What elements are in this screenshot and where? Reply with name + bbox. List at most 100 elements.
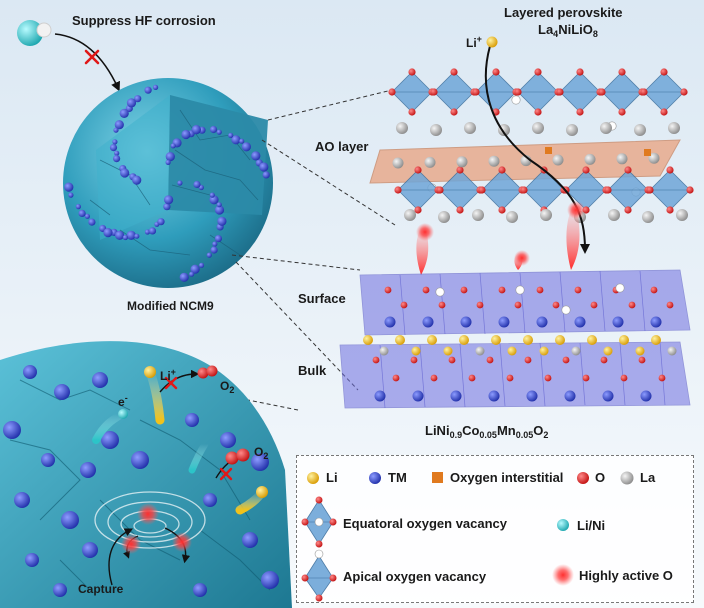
oxygen-atom	[456, 166, 464, 174]
active-oxygen-flames	[416, 200, 585, 275]
oxygen-atom	[384, 286, 392, 294]
legend-o-symbol	[577, 472, 589, 484]
oxygen-atom	[468, 374, 476, 382]
coating-particle	[82, 542, 98, 558]
coating-particle	[220, 432, 236, 448]
oxygen-atom	[666, 206, 674, 214]
li-ion	[507, 346, 517, 356]
coating-particle	[251, 453, 269, 471]
oxygen-atom	[476, 301, 484, 309]
coating-particle	[261, 571, 279, 589]
blocked-cross-hf	[84, 49, 100, 65]
oxygen-atom	[620, 374, 628, 382]
coating-particle	[78, 209, 86, 217]
coating-particle	[103, 228, 113, 238]
la-ion-rows	[396, 122, 688, 223]
coating-particle	[214, 235, 222, 243]
la-ion	[506, 211, 518, 223]
oxygen-atom	[604, 186, 612, 194]
ao-la-ion	[616, 153, 628, 165]
coating-particle	[84, 213, 90, 219]
oxygen-atom	[582, 166, 590, 174]
coating-particle	[193, 583, 207, 597]
blocked-cross-o2-2	[219, 467, 233, 481]
legend-li-symbol	[307, 472, 319, 484]
ao-la-ion	[424, 156, 436, 168]
li-ion	[587, 335, 597, 345]
oxygen-atom	[562, 356, 570, 364]
coating-particle	[134, 233, 140, 239]
surface-label: Surface	[298, 291, 346, 306]
zoomed-surface	[0, 341, 292, 608]
oxygen-atom	[506, 374, 514, 382]
oxygen-atom	[430, 88, 438, 96]
coating-particle	[144, 229, 151, 235]
oxygen-atom	[392, 374, 400, 382]
oxygen-atom	[590, 301, 598, 309]
li-ion	[459, 335, 469, 345]
oxygen-vacancy	[615, 283, 625, 293]
li-ion	[443, 346, 453, 356]
oxygen-atom	[514, 301, 522, 309]
oxygen-atom	[598, 88, 606, 96]
coating-particle	[190, 264, 200, 274]
legend-apical-vacancy-symbol	[301, 549, 337, 602]
legend-box: Li TM Oxygen interstitial O La Equatoral…	[296, 455, 694, 603]
coating-particle	[23, 365, 37, 379]
coating-particle	[241, 142, 251, 152]
perovskite-formula: La4NiLiO8	[538, 22, 598, 39]
oxygen-atom	[414, 206, 422, 214]
coating-particle	[185, 413, 199, 427]
oxygen-atom	[408, 108, 416, 116]
legend-tm-label: TM	[388, 470, 407, 485]
oxygen-atom	[628, 301, 636, 309]
oxygen-atom	[680, 88, 688, 96]
o2-label-bottom: O2	[254, 445, 269, 461]
coating-particle	[209, 192, 215, 198]
legend-li-label: Li	[326, 470, 338, 485]
li-ion	[475, 346, 485, 356]
coating-particle	[216, 202, 222, 208]
li-ion-label-bottom: Li+	[160, 367, 176, 383]
o2-molecule-top	[197, 365, 218, 379]
oxygen-atom	[414, 166, 422, 174]
oxygen-atom	[638, 356, 646, 364]
la-ion	[600, 122, 612, 134]
electron-label: e-	[118, 393, 128, 409]
bulk-label: Bulk	[298, 363, 327, 378]
coating-particle	[191, 125, 201, 135]
oxygen-atom	[686, 186, 694, 194]
coating-particle	[144, 86, 152, 94]
coating-particle	[217, 216, 227, 226]
oxygen-atom	[478, 186, 486, 194]
oxygen-atom	[534, 108, 542, 116]
oxygen-atom	[422, 286, 430, 294]
oxygen-atom	[624, 206, 632, 214]
ao-layer-label: AO layer	[315, 139, 369, 154]
perovskite-bottom-octahedra	[394, 166, 694, 214]
ncm-formula: LiNi0.9Co0.05Mn0.05O2	[425, 423, 549, 440]
coating-particle	[113, 155, 121, 163]
coating-particle	[75, 204, 81, 210]
legend-oxygen-interstitial-label: Oxygen interstitial	[450, 470, 564, 485]
la-ion	[668, 122, 680, 134]
li-ball-2	[256, 486, 268, 498]
oxygen-atom	[486, 356, 494, 364]
coating-particle	[53, 583, 67, 597]
li-ion	[571, 346, 581, 356]
li-ion	[635, 346, 645, 356]
oxygen-atom	[492, 68, 500, 76]
oxygen-atom	[600, 356, 608, 364]
oxygen-atom	[624, 166, 632, 174]
coating-particle	[54, 384, 70, 400]
oxygen-atom	[576, 68, 584, 76]
li-ion	[363, 335, 373, 345]
cyan-streak	[188, 440, 209, 474]
tm-ion	[498, 316, 510, 328]
coating-particle	[41, 453, 55, 467]
legend-o-label: O	[595, 470, 606, 485]
coating-particle	[88, 218, 96, 226]
o2-molecule-bottom	[225, 448, 250, 465]
capture-label: Capture	[78, 582, 124, 596]
oxygen-atom	[498, 206, 506, 214]
